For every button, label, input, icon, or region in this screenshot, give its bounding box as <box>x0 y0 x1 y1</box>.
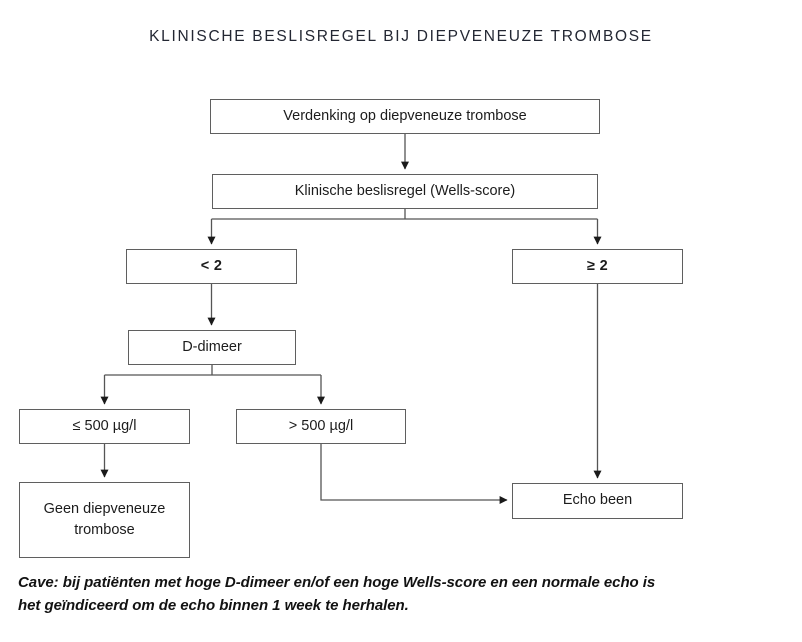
footnote: Cave: bij patiënten met hoge D-dimeer en… <box>18 571 790 618</box>
node-score-high: ≥ 2 <box>512 249 683 284</box>
node-ddimer-label: D-dimeer <box>182 338 242 355</box>
node-echo-been-label: Echo been <box>562 492 633 509</box>
node-no-dvt-label: Geen diepveneuze trombose <box>43 500 166 538</box>
node-suspicion: Verdenking op diepveneuze trombose <box>210 99 600 134</box>
edge-ddimerhigh-to-echo <box>320 444 508 504</box>
node-score-low-label: < 2 <box>200 257 223 274</box>
node-suspicion-label: Verdenking op diepveneuze trombose <box>283 107 527 124</box>
footnote-line-1: Cave: bij patiënten met hoge D-dimeer en… <box>18 574 656 591</box>
node-ddimer-high: > 500 µg/l <box>236 409 406 444</box>
node-score-high-label: ≥ 2 <box>587 257 608 274</box>
node-no-dvt: Geen diepveneuze trombose <box>19 482 190 558</box>
node-wells-score-label: Klinische beslisregel (Wells-score) <box>294 182 516 199</box>
node-ddimer-high-label: > 500 µg/l <box>288 417 354 434</box>
page-title: KLINISCHE BESLISREGEL BIJ DIEPVENEUZE TR… <box>149 28 653 45</box>
node-wells-score: Klinische beslisregel (Wells-score) <box>212 174 598 209</box>
node-ddimer: D-dimeer <box>128 330 296 365</box>
node-ddimer-low: ≤ 500 µg/l <box>19 409 190 444</box>
footnote-line-2: het geïndiceerd om de echo binnen 1 week… <box>18 597 409 615</box>
node-score-low: < 2 <box>126 249 297 284</box>
node-echo-been: Echo been <box>512 483 683 519</box>
node-ddimer-low-label: ≤ 500 µg/l <box>72 417 137 434</box>
